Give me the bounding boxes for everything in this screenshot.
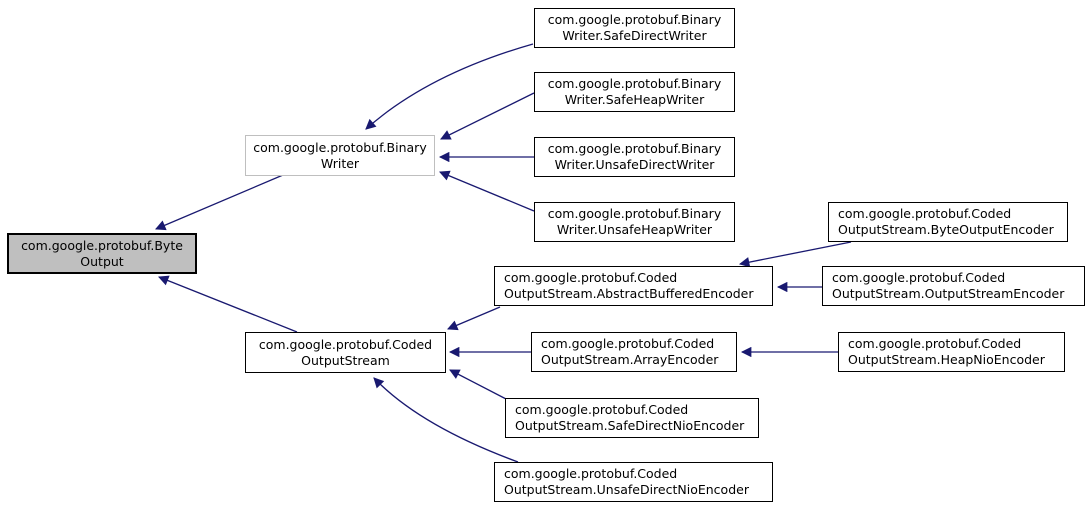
node-label-line: com.google.protobuf.Byte [21,237,183,253]
node-label-line: OutputStream.ByteOutputEncoder [838,222,1054,237]
node-label-line: Writer.SafeHeapWriter [564,92,705,107]
node-label-line: com.google.protobuf.Coded [838,206,1012,221]
node-label-line: Writer.UnsafeDirectWriter [554,157,715,172]
node-byte-output: com.google.protobuf.Byte Output [7,233,197,274]
node-array-encoder[interactable]: com.google.protobuf.Coded OutputStream.A… [531,332,737,372]
node-label-line: Writer.UnsafeHeapWriter [556,222,713,237]
node-label-line: com.google.protobuf.Coded [848,336,1022,351]
node-label-line: OutputStream [301,352,390,368]
node-label-line: com.google.protobuf.Binary [547,206,722,221]
edge-binarywriter-to-byteoutput [155,174,284,231]
node-label-line: com.google.protobuf.Coded [258,336,433,352]
node-label-line: com.google.protobuf.Coded [504,466,678,481]
node-label-line: com.google.protobuf.Coded [504,270,678,285]
node-label-line: com.google.protobuf.Coded [541,336,715,351]
node-heap-nio-encoder[interactable]: com.google.protobuf.Coded OutputStream.H… [838,332,1065,372]
edge-safeheapwriter-to-binarywriter [440,92,535,140]
node-binary-writer[interactable]: com.google.protobuf.Binary Writer [245,135,435,176]
edge-safedirectwriter-to-binarywriter [365,43,534,130]
node-label-line: com.google.protobuf.Coded [515,402,689,417]
node-safe-direct-nio-encoder[interactable]: com.google.protobuf.Coded OutputStream.S… [505,398,759,438]
edge-unsafeheapwriter-to-binarywriter [439,170,535,212]
node-label-line: OutputStream.ArrayEncoder [541,352,719,367]
node-safe-heap-writer[interactable]: com.google.protobuf.Binary Writer.SafeHe… [534,72,735,112]
node-label-line: OutputStream.OutputStreamEncoder [832,286,1065,301]
edge-codedoutputstream-to-byteoutput [158,275,298,333]
node-output-stream-encoder[interactable]: com.google.protobuf.Coded OutputStream.O… [822,266,1085,306]
node-label-line: com.google.protobuf.Coded [832,270,1006,285]
node-label-line: OutputStream.AbstractBufferedEncoder [504,286,754,301]
node-label-line: OutputStream.UnsafeDirectNioEncoder [504,482,749,497]
node-label-line: com.google.protobuf.Binary [547,76,722,91]
node-safe-direct-writer[interactable]: com.google.protobuf.Binary Writer.SafeDi… [534,8,735,48]
node-label-line: Writer.SafeDirectWriter [562,28,707,43]
edge-abstractbufferedencoder-to-codedoutputstream [447,306,501,331]
node-unsafe-direct-writer[interactable]: com.google.protobuf.Binary Writer.Unsafe… [534,137,735,177]
node-label-line: OutputStream.HeapNioEncoder [848,352,1045,367]
node-coded-output-stream[interactable]: com.google.protobuf.Coded OutputStream [245,332,446,373]
edge-unsafedirectnioencoder-to-codedoutputstream [373,377,519,463]
edge-safedirectnioencoder-to-codedoutputstream [449,369,509,401]
node-byte-output-encoder[interactable]: com.google.protobuf.Coded OutputStream.B… [828,202,1068,242]
node-unsafe-heap-writer[interactable]: com.google.protobuf.Binary Writer.Unsafe… [534,202,735,242]
node-label-line: Output [80,253,124,269]
node-abstract-buffered-encoder[interactable]: com.google.protobuf.Coded OutputStream.A… [494,266,773,306]
node-label-line: OutputStream.SafeDirectNioEncoder [515,418,745,433]
node-label-line: com.google.protobuf.Binary [253,139,427,155]
node-unsafe-direct-nio-encoder[interactable]: com.google.protobuf.Coded OutputStream.U… [494,462,773,502]
edge-byteoutputencoder-to-abstractbufferedencoder [738,241,852,268]
node-label-line: com.google.protobuf.Binary [547,12,722,27]
node-label-line: Writer [320,155,360,171]
node-label-line: com.google.protobuf.Binary [547,141,722,156]
